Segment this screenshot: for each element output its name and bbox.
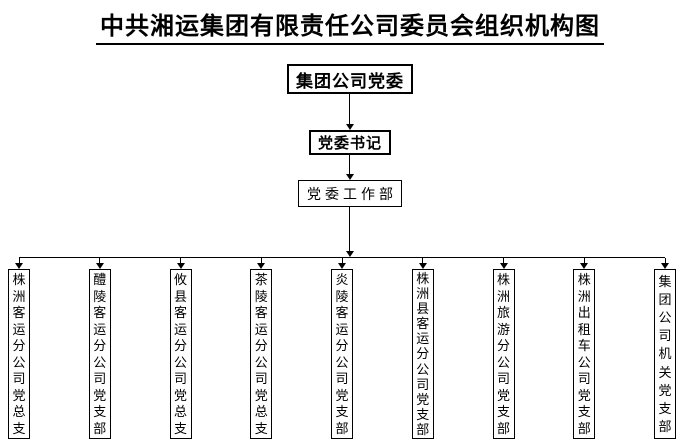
branch-row: 株洲客运分公司党总支 醴陵客运分公司党支部 攸县客运分公司党总支 茶陵客运分公司…	[8, 258, 676, 439]
connector-branch-arrow	[661, 258, 670, 269]
branch-column: 炎陵客运分公司党支部	[331, 258, 353, 439]
connector-branch-arrow	[15, 258, 24, 269]
arrow-head-icon	[95, 263, 104, 269]
branch-column: 株洲客运分公司党总支	[8, 258, 30, 439]
branch-column: 株洲出租车公司党支部	[573, 258, 596, 439]
connector-committee-to-secretary	[345, 94, 354, 130]
node-branch-zhuzhou-travel: 株洲旅游分公司党支部	[492, 269, 515, 439]
arrow-head-icon	[345, 124, 354, 130]
connector-branch-arrow	[580, 258, 589, 269]
node-branch-yanling-passenger: 炎陵客运分公司党支部	[331, 269, 353, 439]
arrow-shaft	[99, 258, 101, 263]
arrow-head-icon	[345, 251, 354, 257]
connector-dept-to-branches	[345, 207, 354, 257]
arrow-head-icon	[580, 263, 589, 269]
connector-branch-arrow	[176, 258, 185, 269]
arrow-head-icon	[661, 263, 669, 269]
node-branch-youxian-passenger: 攸县客运分公司党总支	[169, 269, 192, 439]
arrow-shaft	[664, 258, 666, 263]
node-branch-zhuzhou-passenger: 株洲客运分公司党总支	[8, 269, 30, 439]
branch-column: 茶陵客运分公司党总支	[250, 258, 273, 439]
arrow-shaft	[341, 258, 343, 263]
arrow-head-icon	[499, 263, 508, 269]
node-branch-chaling-passenger: 茶陵客运分公司党总支	[250, 269, 273, 439]
connector-branch-arrow	[338, 258, 347, 269]
arrow-head-icon	[257, 263, 266, 269]
arrow-shaft	[180, 258, 181, 263]
node-branch-liling-passenger: 醴陵客运分公司党支部	[88, 269, 111, 439]
arrow-head-icon	[338, 263, 346, 269]
arrow-head-icon	[418, 263, 427, 269]
node-branch-zhuzhou-county-passenger: 株洲县客运分公司党支部	[411, 269, 434, 439]
connector-branch-arrow	[257, 258, 266, 269]
arrow-shaft	[349, 94, 350, 124]
arrow-shaft	[503, 258, 504, 263]
arrow-shaft	[260, 258, 262, 263]
arrow-shaft	[583, 258, 585, 263]
arrow-shaft	[349, 155, 350, 174]
connector-branch-arrow	[418, 258, 427, 269]
page-title-text: 中共湘运集团有限责任公司委员会组织机构图	[96, 6, 604, 45]
connector-branch-arrow	[499, 258, 508, 269]
node-party-work-dept: 党委工作部	[298, 180, 402, 207]
branch-column: 集团公司机关党支部	[654, 258, 676, 439]
connector-secretary-to-dept	[345, 155, 354, 180]
connector-branch-arrow	[95, 258, 104, 269]
node-branch-group-hq-office: 集团公司机关党支部	[654, 269, 676, 439]
arrow-head-icon	[345, 174, 354, 180]
branch-column: 攸县客运分公司党总支	[169, 258, 192, 439]
branch-column: 株洲县客运分公司党支部	[411, 258, 434, 439]
arrow-shaft	[18, 258, 20, 263]
node-party-secretary: 党委书记	[309, 130, 391, 155]
page-title: 中共湘运集团有限责任公司委员会组织机构图	[0, 6, 700, 45]
node-group-party-committee: 集团公司党委	[287, 64, 413, 94]
branch-column: 醴陵客运分公司党支部	[88, 258, 111, 439]
arrow-head-icon	[15, 263, 23, 269]
connector-horizontal-line	[19, 257, 665, 258]
branch-column: 株洲旅游分公司党支部	[492, 258, 515, 439]
arrow-shaft	[349, 207, 350, 251]
arrow-shaft	[422, 258, 424, 263]
arrow-head-icon	[176, 263, 185, 269]
node-branch-zhuzhou-taxi: 株洲出租车公司党支部	[573, 269, 596, 439]
